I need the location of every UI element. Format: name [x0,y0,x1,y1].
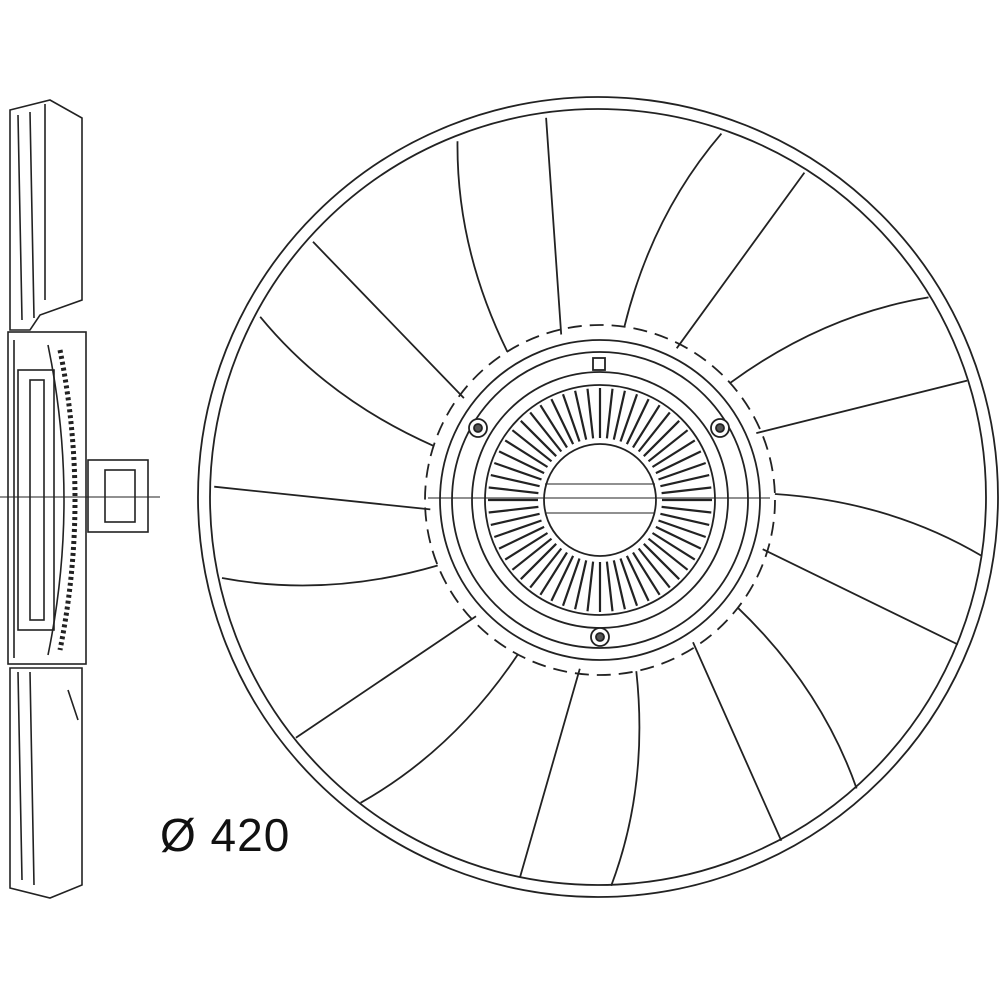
hub-rib [574,390,588,440]
hub-dashed-circle [424,324,776,676]
fan-blade-edge [214,316,434,511]
fan-blade-edge [360,653,581,878]
hub-rib [651,532,696,561]
hub-center-lines [428,483,770,514]
hub-rib [647,429,689,463]
hub-rib [520,543,557,580]
bolt-icon [710,418,730,438]
hub-rib [605,388,614,439]
hub-rib [511,429,553,463]
hub-rib [574,560,588,610]
hub-rib [655,525,702,550]
hub-rib [550,398,575,445]
hub-rib [619,393,639,442]
hub-rib [504,439,549,468]
hub-rib [493,519,542,539]
hub-rib [658,461,707,481]
hub-cooling-ribs [488,388,712,612]
hub-rib [561,393,581,442]
hub-rib [529,411,563,453]
hub-rib [539,404,568,449]
hub-rib [493,461,542,481]
hub-rib [504,532,549,561]
hub-rib [586,561,595,612]
side-blade-lower [9,667,83,899]
hub-rib [498,450,545,475]
bolt-icon [590,627,610,647]
hub-rib [612,560,626,610]
hub-rib [561,558,581,607]
side-hub [0,331,160,665]
hub-rib [651,439,696,468]
hub-rib [619,558,639,607]
fan-blade-edge [545,117,723,335]
hub-rib [632,551,661,596]
hub-rib [647,537,689,571]
fan-blade-edge [675,172,929,384]
fan-blade-edge [737,548,959,789]
hub-rib [612,390,626,440]
hub-rib [586,388,595,439]
hub-rib [488,486,539,495]
hub-rib [661,486,712,495]
fan-blade-edge [756,379,983,557]
hub-rib [529,547,563,589]
side-blade-upper [9,99,83,331]
hub-bolts [468,418,730,647]
hub-rib [625,398,650,445]
hub-ring [451,351,749,649]
hub-center-hole [543,443,657,557]
hub-rib [605,561,614,612]
fan-outer-ring [197,96,999,898]
hub-rib [660,474,710,488]
hub-key-notch [592,357,606,371]
hub-rib [550,555,575,602]
bolt-icon [468,418,488,438]
hub-rib [661,505,712,514]
hub-rib [498,525,545,550]
fan-blade-edge [221,564,477,739]
hub-rib [488,505,539,514]
hub-rib [625,555,650,602]
fan-blades [214,117,983,887]
fan-blade-edge [610,641,783,887]
hub-rib [490,512,540,526]
hub-rib [658,519,707,539]
hub-rib [655,450,702,475]
hub-rib [637,411,671,453]
fan-blade-edge [312,141,509,399]
hub-rib [660,512,710,526]
diameter-label: Ø 420 [160,809,291,861]
hub-rib [632,404,661,449]
hub-rib [643,543,680,580]
fan-inner-ring [209,108,987,886]
hub-rib [539,551,568,596]
hub-rib [511,537,553,571]
hub-rib-ring [484,384,716,616]
hub-rib [637,547,671,589]
hub-rib [520,420,557,457]
hub-rib [643,420,680,457]
hub-rib [490,474,540,488]
